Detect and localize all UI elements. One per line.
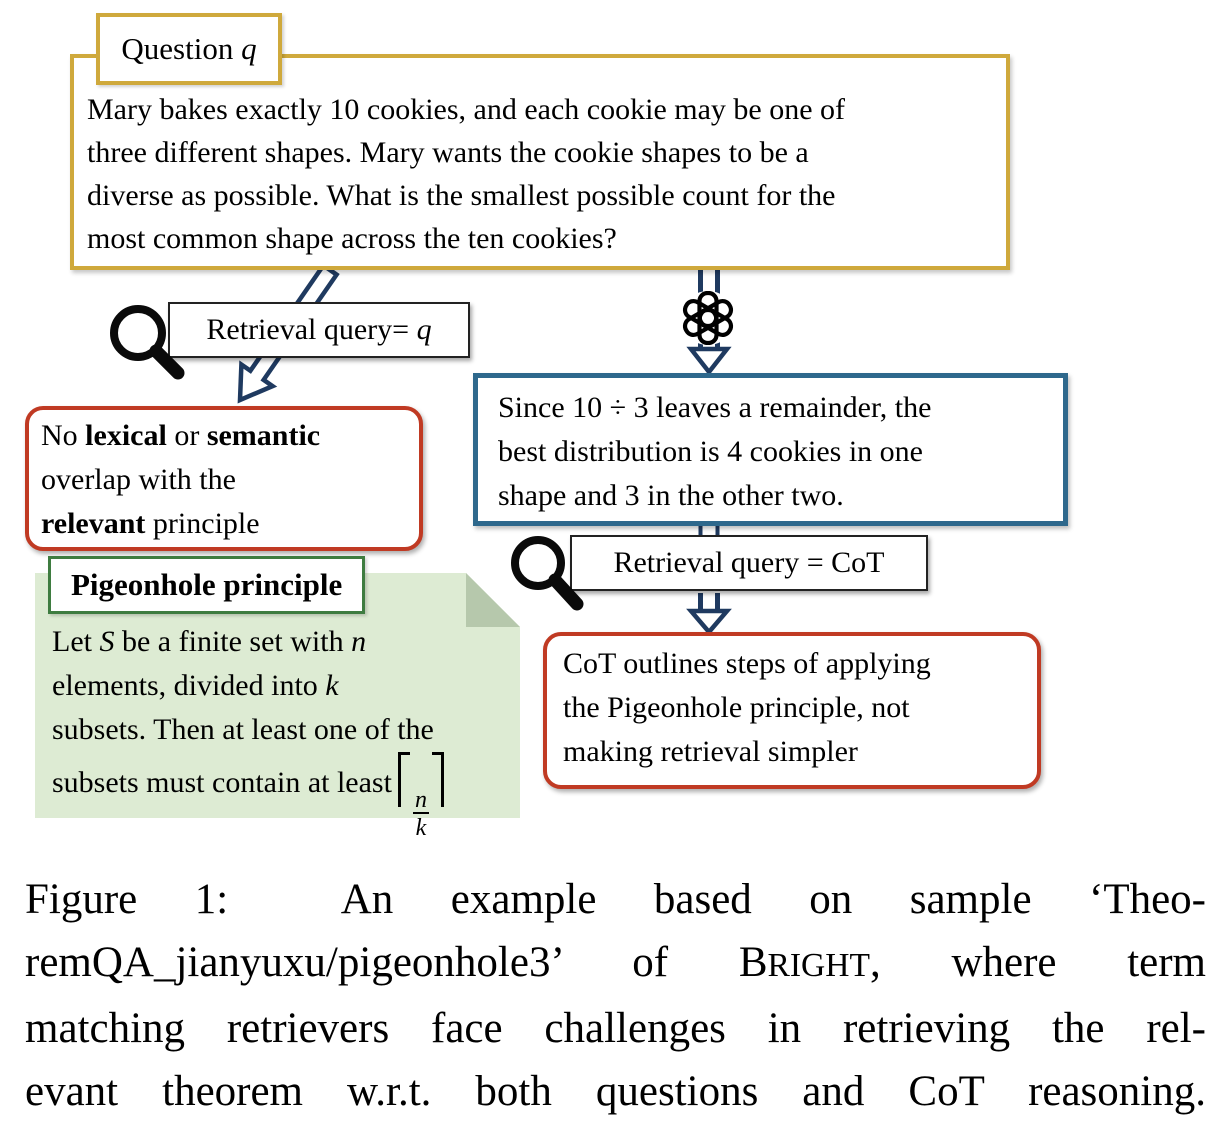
question-text: Mary bakes exactly 10 cookies, and each … <box>87 93 846 255</box>
question-tab-label: Question q <box>121 31 257 66</box>
search-icon <box>110 305 185 380</box>
retrieval-query-q-label: Retrieval query= q <box>206 313 432 346</box>
retrieval-query-cot-label: Retrieval query = CoT <box>613 546 885 579</box>
retrieval-query-q-box: Retrieval query= q <box>168 302 470 358</box>
openai-logo-icon <box>681 291 735 345</box>
question-box: Mary bakes exactly 10 cookies, and each … <box>70 54 1010 270</box>
retrieval-query-cot-box: Retrieval query = CoT <box>570 535 928 591</box>
arrow-query-cot <box>686 593 732 636</box>
pigeonhole-note-title: Pigeonhole principle <box>48 556 366 614</box>
search-icon <box>511 536 584 611</box>
question-tab: Question q <box>96 13 282 85</box>
figure-caption: Figure 1: An example based on sample ‘Th… <box>25 876 1206 1115</box>
